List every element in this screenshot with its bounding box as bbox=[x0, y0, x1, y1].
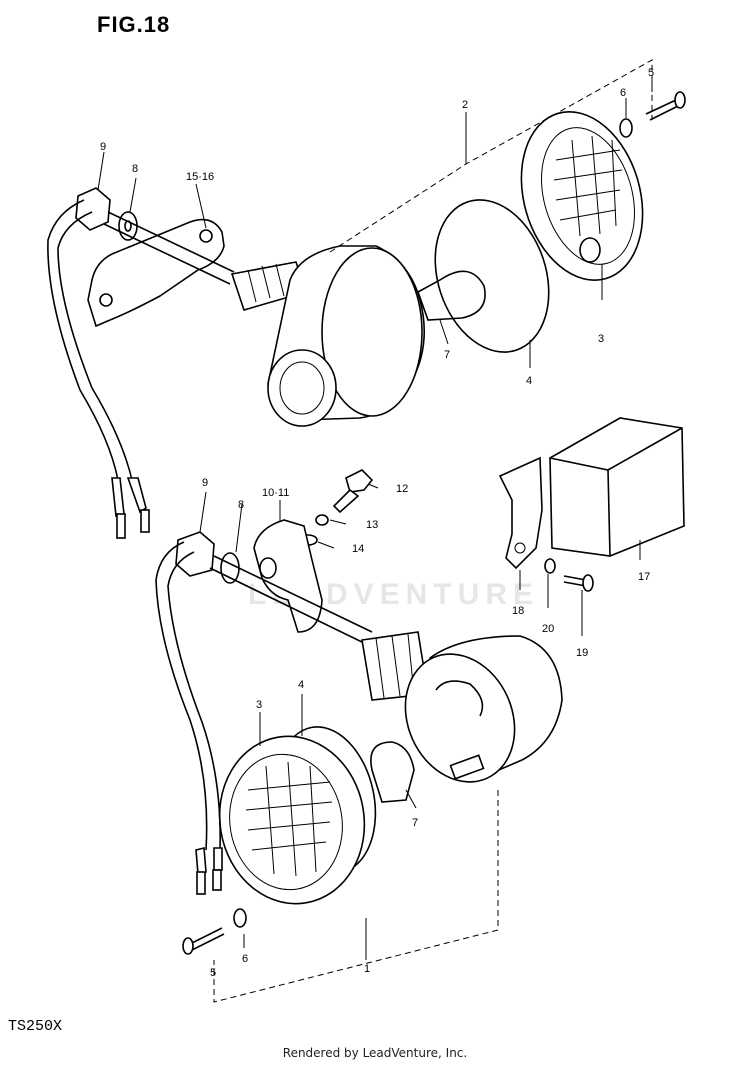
bolt-12 bbox=[332, 469, 374, 514]
washer-20 bbox=[544, 558, 556, 574]
washer-6-upper bbox=[619, 118, 633, 138]
callout-1: 1 bbox=[364, 963, 370, 975]
callout-4-lower: 4 bbox=[298, 679, 304, 691]
callout-labels: 9 8 15·16 2 6 5 7 4 3 12 13 14 9 8 10·11… bbox=[100, 67, 654, 979]
callout-2: 2 bbox=[462, 99, 468, 111]
callout-15-16: 15·16 bbox=[186, 171, 214, 183]
callout-7-upper: 7 bbox=[444, 349, 450, 361]
screw-5-lower bbox=[182, 927, 225, 955]
callout-9-lower: 9 bbox=[202, 477, 208, 489]
wire-harness-upper bbox=[47, 199, 150, 539]
figure-title: FIG.18 bbox=[97, 12, 171, 37]
nut-9-lower bbox=[175, 531, 215, 577]
nut-9-upper bbox=[75, 187, 111, 231]
callout-3-lower: 3 bbox=[256, 699, 262, 711]
callout-6-upper: 6 bbox=[620, 87, 626, 99]
callout-5-lower: 5 bbox=[210, 967, 216, 979]
callout-17: 17 bbox=[638, 571, 650, 583]
callout-9-upper: 9 bbox=[100, 141, 106, 153]
wire-harness-lower bbox=[155, 541, 223, 895]
leader-lines bbox=[97, 59, 653, 1003]
screw-5-upper bbox=[645, 91, 686, 121]
footer-credit: Rendered by LeadVenture, Inc. bbox=[282, 1046, 468, 1060]
callout-20: 20 bbox=[542, 623, 554, 635]
stud-lower bbox=[209, 555, 373, 645]
lamp-housing-lower bbox=[361, 631, 563, 783]
model-code: TS250X bbox=[8, 1018, 63, 1035]
bulb-7-lower bbox=[370, 741, 415, 803]
lens-3-lower bbox=[218, 735, 366, 905]
stud-upper bbox=[103, 211, 235, 285]
callout-5-upper: 5 bbox=[648, 67, 654, 79]
callout-14: 14 bbox=[352, 543, 364, 555]
bracket-15-16 bbox=[87, 218, 225, 328]
callout-8-upper: 8 bbox=[132, 163, 138, 175]
flasher-relay-17 bbox=[549, 417, 685, 557]
callout-6-lower: 6 bbox=[242, 953, 248, 965]
callout-12: 12 bbox=[396, 483, 408, 495]
lens-3-upper bbox=[520, 110, 644, 282]
screw-19 bbox=[563, 574, 594, 592]
callout-3-upper: 3 bbox=[598, 333, 604, 345]
relay-bracket-18 bbox=[498, 456, 543, 570]
callout-4-upper: 4 bbox=[526, 375, 532, 387]
callout-7-lower: 7 bbox=[412, 817, 418, 829]
lamp-housing-upper bbox=[230, 245, 425, 427]
callout-19: 19 bbox=[576, 647, 588, 659]
gasket-4-upper bbox=[434, 199, 550, 353]
callout-18: 18 bbox=[512, 605, 524, 617]
callout-10-11: 10·11 bbox=[262, 487, 289, 499]
washer-6-lower bbox=[233, 908, 247, 928]
washer-13 bbox=[315, 514, 329, 526]
callout-8-lower: 8 bbox=[238, 499, 244, 511]
callout-13: 13 bbox=[366, 519, 378, 531]
bracket-10-11 bbox=[253, 519, 323, 633]
bulb-7-upper bbox=[417, 270, 486, 321]
